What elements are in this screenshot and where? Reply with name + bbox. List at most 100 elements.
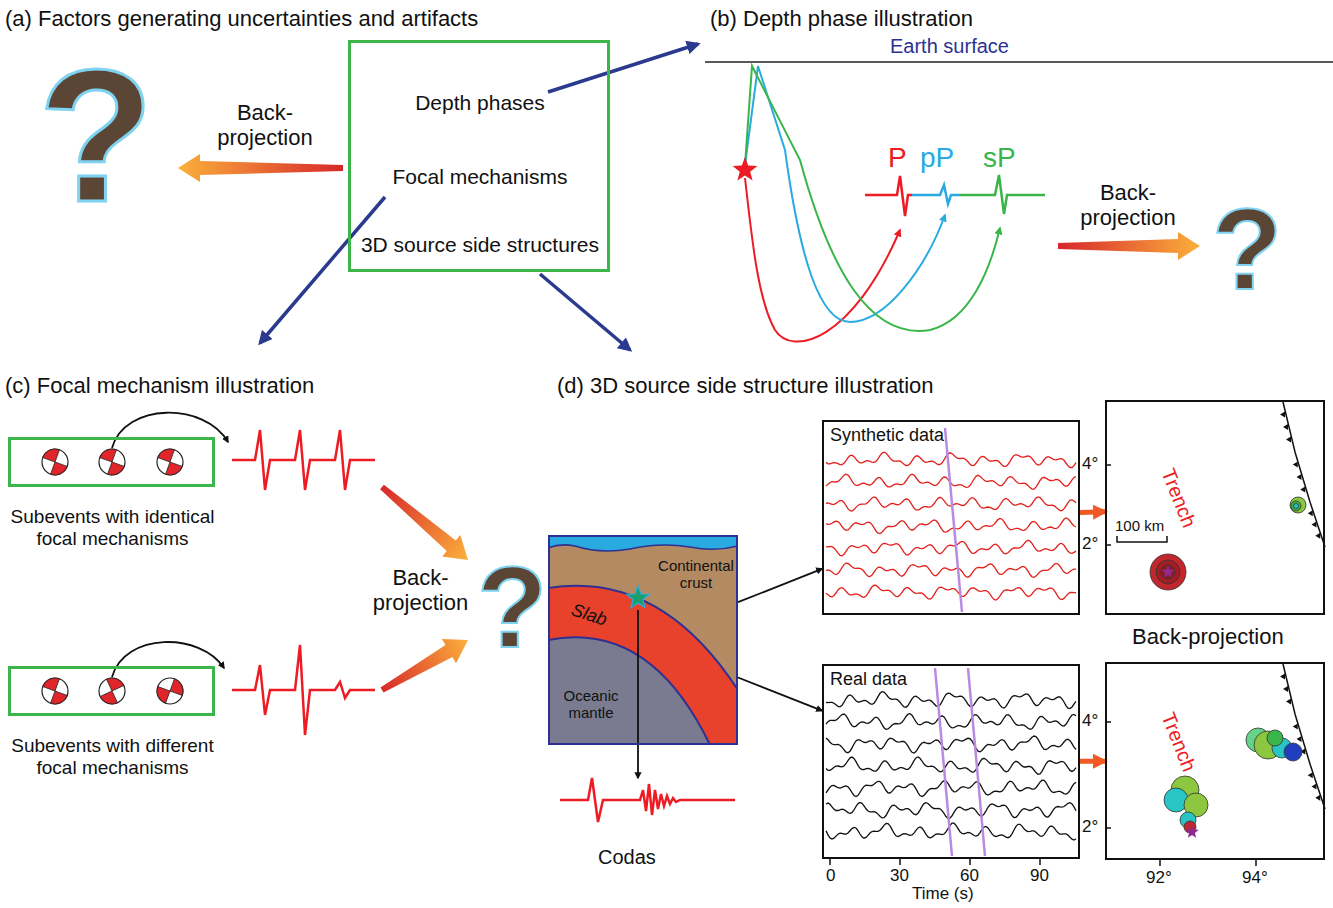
back-projection-arrow bbox=[381, 639, 469, 693]
beachball-quadrant bbox=[108, 462, 125, 475]
source-dot bbox=[1150, 554, 1186, 590]
coda-waveform bbox=[560, 778, 735, 822]
question-mark: ? bbox=[38, 40, 154, 230]
seismogram-trace bbox=[826, 803, 1076, 819]
figure-label: 2° bbox=[1082, 534, 1098, 554]
node-label: Oceanic mantle bbox=[554, 687, 628, 722]
map-panel: Trench100 km bbox=[1105, 400, 1325, 615]
node-label: Synthetic data bbox=[830, 425, 944, 446]
axis-tick bbox=[1039, 859, 1041, 865]
figure-label: P bbox=[888, 142, 907, 174]
pointer-arrow bbox=[548, 44, 698, 92]
trench-tooth bbox=[1286, 437, 1291, 443]
map-panel: Trench bbox=[1105, 662, 1325, 860]
back-projection-arrow bbox=[380, 485, 468, 560]
source-star bbox=[733, 157, 758, 181]
figure-label: 2° bbox=[1082, 817, 1098, 837]
slab-boundary bbox=[548, 637, 710, 745]
seismogram-trace bbox=[826, 736, 1076, 753]
question-mark: ? bbox=[1212, 192, 1282, 307]
beachball-quadrant bbox=[107, 678, 124, 691]
ray-sp bbox=[745, 66, 1000, 331]
trench-tooth bbox=[1280, 674, 1285, 680]
trench-tooth bbox=[1312, 784, 1317, 790]
question-mark: ? bbox=[477, 550, 547, 665]
alignment-line bbox=[968, 668, 985, 856]
figure-label: 92° bbox=[1146, 868, 1172, 888]
figure-label: 4° bbox=[1082, 711, 1098, 731]
figure-label: 4° bbox=[1082, 454, 1098, 474]
source-dot bbox=[1161, 565, 1175, 579]
figure-label: (a) Factors generating uncertainties and… bbox=[5, 6, 478, 31]
trench-tooth bbox=[1286, 699, 1291, 705]
beachball bbox=[42, 678, 68, 704]
figure-label: Back-projection bbox=[1132, 624, 1284, 649]
figure-label: Time (s) bbox=[912, 884, 974, 904]
trench-tooth bbox=[1315, 795, 1320, 801]
source-dot bbox=[1284, 743, 1302, 761]
beachball-quadrant bbox=[43, 678, 60, 691]
beachball-quadrant bbox=[157, 687, 170, 704]
figure-label: pP bbox=[920, 142, 954, 174]
waveform bbox=[232, 645, 375, 735]
scale-bar bbox=[1117, 536, 1167, 542]
pointer-arrow bbox=[738, 569, 822, 602]
back-projection-arrow bbox=[1058, 232, 1200, 260]
axis-tick bbox=[899, 859, 901, 865]
seafloor bbox=[548, 545, 738, 551]
continental-crust bbox=[548, 535, 738, 745]
p-pulse bbox=[865, 176, 912, 216]
figure-label: 30 bbox=[890, 866, 909, 886]
trench-tooth bbox=[1308, 772, 1313, 778]
pp-pulse bbox=[912, 185, 960, 204]
seismogram-trace bbox=[826, 518, 1076, 534]
beachball-quadrant bbox=[43, 449, 60, 462]
pointer-arrow bbox=[738, 678, 822, 711]
sp-pulse bbox=[960, 175, 1045, 214]
beachball-quadrant bbox=[170, 679, 183, 696]
node-label: Depth phases bbox=[349, 91, 611, 115]
axis-tick bbox=[829, 859, 831, 865]
figure-label: sP bbox=[983, 142, 1016, 174]
trench-tooth bbox=[1315, 533, 1320, 539]
figure-label: Back- projection bbox=[368, 565, 473, 616]
beachball bbox=[42, 449, 68, 475]
ray-p bbox=[745, 178, 900, 342]
axis-tick bbox=[969, 859, 971, 865]
trench-tooth bbox=[1297, 474, 1302, 480]
seismogram-trace bbox=[826, 452, 1076, 467]
seismogram-trace bbox=[826, 780, 1076, 796]
figure-label: (b) Depth phase illustration bbox=[710, 6, 973, 31]
trench-line bbox=[1283, 402, 1325, 547]
seismogram-trace bbox=[826, 757, 1076, 774]
node-label: Slab bbox=[569, 600, 623, 635]
seismogram-trace bbox=[826, 714, 1076, 730]
beachball-quadrant bbox=[100, 691, 117, 704]
trench-tooth bbox=[1283, 424, 1288, 430]
slab bbox=[548, 586, 738, 745]
source-dot bbox=[1267, 730, 1283, 746]
axis-tick bbox=[1159, 860, 1161, 866]
factor-box: Depth phasesFocal mechanisms3D source si… bbox=[348, 40, 610, 272]
figure-label: Codas bbox=[598, 846, 656, 869]
beachball bbox=[99, 449, 125, 475]
source-dot bbox=[1291, 501, 1301, 511]
beachball bbox=[157, 678, 183, 704]
figure-label: 90 bbox=[1030, 866, 1049, 886]
pointer-arrow bbox=[637, 610, 639, 778]
source-star bbox=[627, 586, 650, 608]
source-dot bbox=[1294, 504, 1299, 509]
node-label: Continental crust bbox=[656, 557, 736, 592]
trench-tooth bbox=[1283, 686, 1288, 692]
trench-tooth bbox=[1300, 487, 1305, 493]
beachball bbox=[99, 678, 125, 704]
cross-section-box: Slab Continental crustOceanic mantle bbox=[548, 535, 738, 745]
waveform bbox=[232, 430, 375, 490]
back-projection-arrow bbox=[1080, 759, 1105, 764]
trench-tooth bbox=[1308, 510, 1313, 516]
beachball-quadrant bbox=[51, 691, 68, 704]
earth-surface-line bbox=[705, 61, 1333, 63]
